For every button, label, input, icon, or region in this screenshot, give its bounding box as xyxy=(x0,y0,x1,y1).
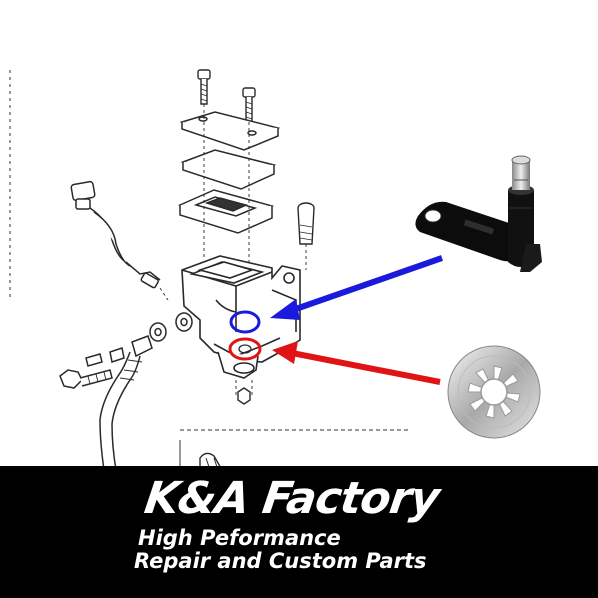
toothed-lock-washer-icon xyxy=(447,345,541,439)
reservoir-cap xyxy=(179,111,281,151)
brake-hose xyxy=(99,351,143,470)
red-arrow-icon xyxy=(272,341,441,385)
screw-left xyxy=(197,69,211,105)
pivot-bolt xyxy=(297,202,315,270)
rubber-diaphragm xyxy=(177,189,275,234)
tagline-line-2: Repair and Custom Parts xyxy=(134,549,427,573)
brake-switch-wire xyxy=(70,180,169,301)
bracket-pivot-part-icon xyxy=(415,155,542,272)
diaphragm-plate xyxy=(180,149,277,190)
brand-name: K&A Factory xyxy=(141,473,442,524)
bottom-fastener xyxy=(235,380,253,405)
banjo-bolt xyxy=(59,369,113,389)
screw-guides xyxy=(203,104,250,275)
screw-right xyxy=(242,87,256,123)
blue-marker-circle xyxy=(229,310,261,334)
outline-dashes xyxy=(9,70,410,470)
tagline-line-1: High Peformance xyxy=(138,526,341,550)
blue-arrow-icon xyxy=(270,255,443,320)
red-marker-circle xyxy=(228,337,262,361)
brand-banner xyxy=(0,466,598,598)
exploded-parts-diagram xyxy=(9,69,542,470)
side-fitting xyxy=(85,312,193,367)
